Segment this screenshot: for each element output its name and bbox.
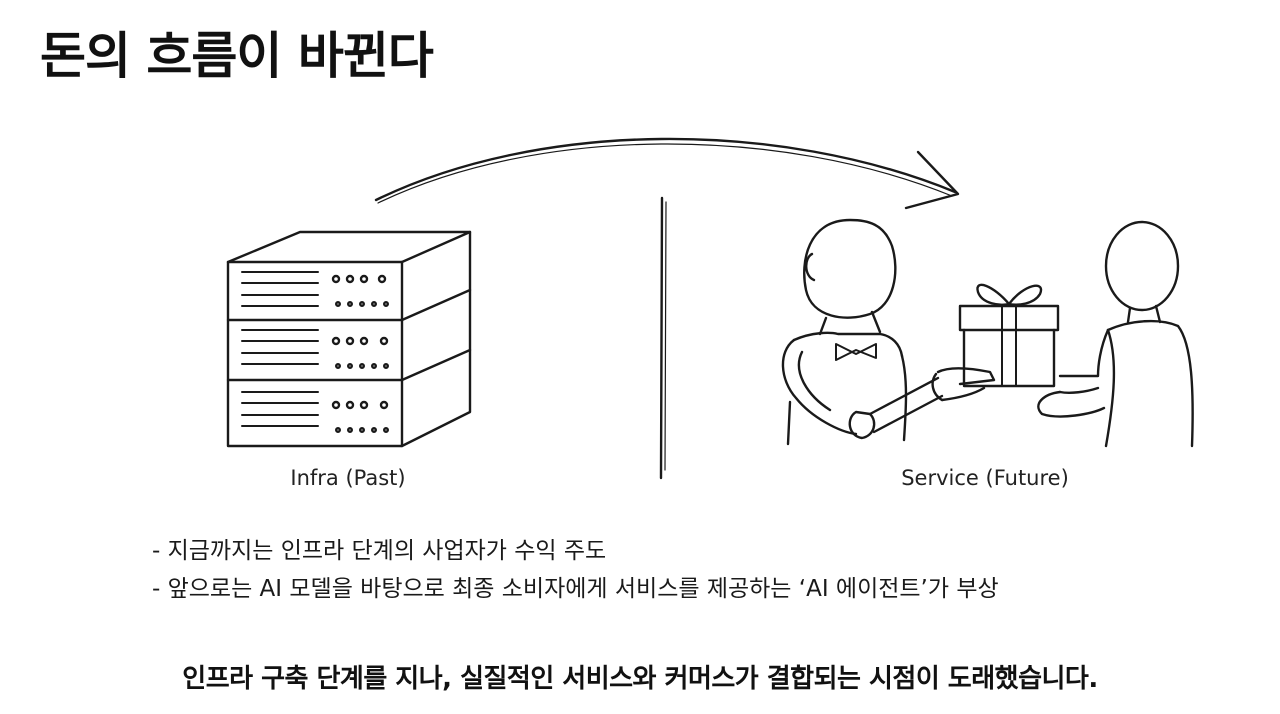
divider <box>659 196 667 480</box>
gift-box-icon <box>958 283 1060 388</box>
flow-arrow-icon <box>374 137 960 210</box>
summary-text: 인프라 구축 단계를 지나, 실질적인 서비스와 커머스가 결합되는 시점이 도… <box>182 664 1098 694</box>
bullet-item: - 앞으로는 AI 모델을 바탕으로 최종 소비자에게 서비스를 제공하는 ‘A… <box>152 576 999 602</box>
server-rack-icon <box>226 230 472 448</box>
page-title: 돈의 흐름이 바뀐다 <box>40 27 434 85</box>
robot-icon <box>781 218 996 446</box>
bullet-item: - 지금까지는 인프라 단계의 사업자가 수익 주도 <box>152 538 607 564</box>
person-icon <box>1037 220 1194 448</box>
bullet-list: - 지금까지는 인프라 단계의 사업자가 수익 주도 - 앞으로는 AI 모델을… <box>152 532 999 608</box>
service-caption: Service (Future) <box>901 466 1069 490</box>
infra-caption: Infra (Past) <box>290 466 406 490</box>
